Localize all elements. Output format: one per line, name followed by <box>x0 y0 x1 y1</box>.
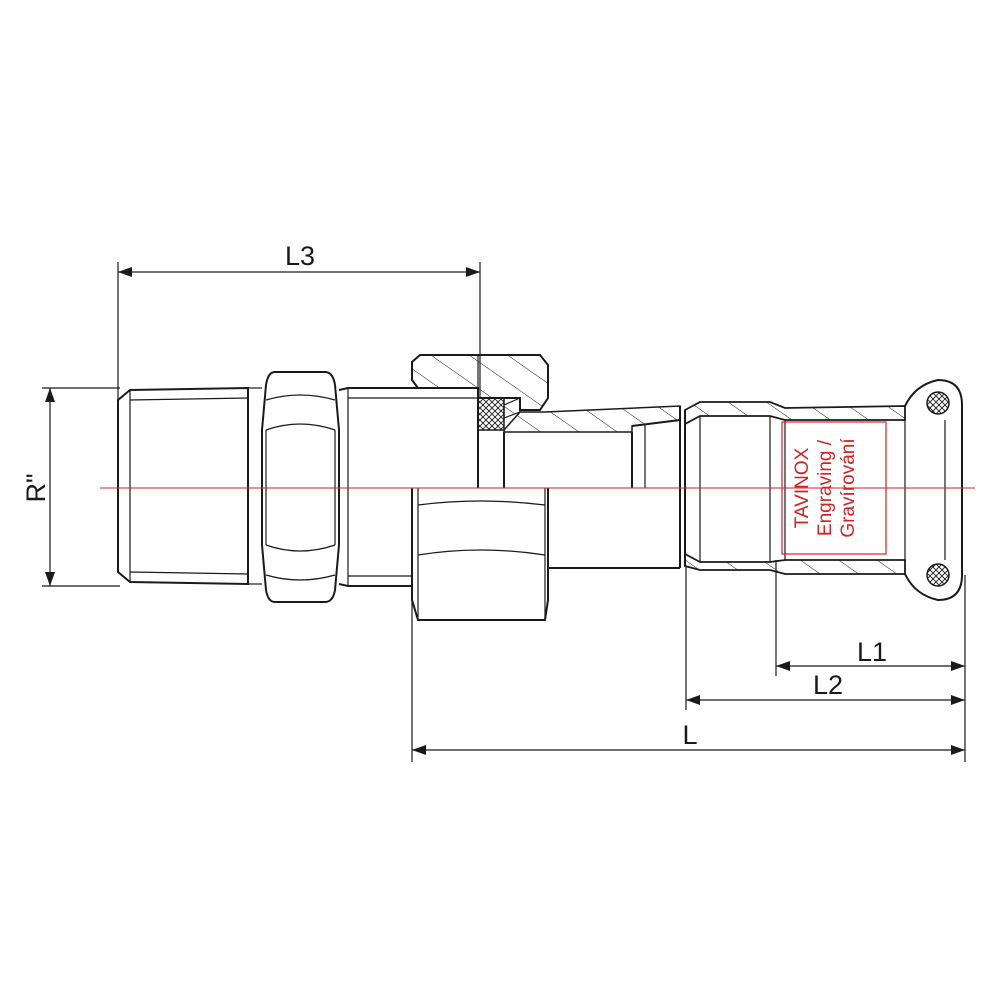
gasket <box>477 397 521 431</box>
dimension-label-l1: L1 <box>857 637 887 667</box>
dimension-l1: L1 <box>775 560 966 762</box>
dimension-l3: L3 <box>117 241 481 400</box>
oring-bead <box>904 378 963 602</box>
dimension-label-l2: L2 <box>813 670 843 700</box>
engraving-line-3: Gravírování <box>838 438 859 538</box>
male-thread-end <box>117 386 262 586</box>
engraving-line-1: TAVINOX <box>792 447 813 528</box>
dimension-label-r: R" <box>21 473 51 502</box>
dimension-label-l3: L3 <box>285 241 315 271</box>
engraving-line-2: Engraving / <box>815 439 836 536</box>
dimension-l2: L2 <box>685 566 965 710</box>
dimension-l: L <box>411 600 965 762</box>
engraving-box: TAVINOX Engraving / Gravírování <box>781 421 887 555</box>
hex-body <box>261 371 340 603</box>
press-fitting <box>684 401 906 575</box>
dimension-r: R" <box>21 387 120 587</box>
dimension-label-l: L <box>682 720 697 750</box>
tube-stub <box>503 405 681 569</box>
union-body <box>338 387 479 587</box>
union-nut-outside <box>411 488 549 621</box>
